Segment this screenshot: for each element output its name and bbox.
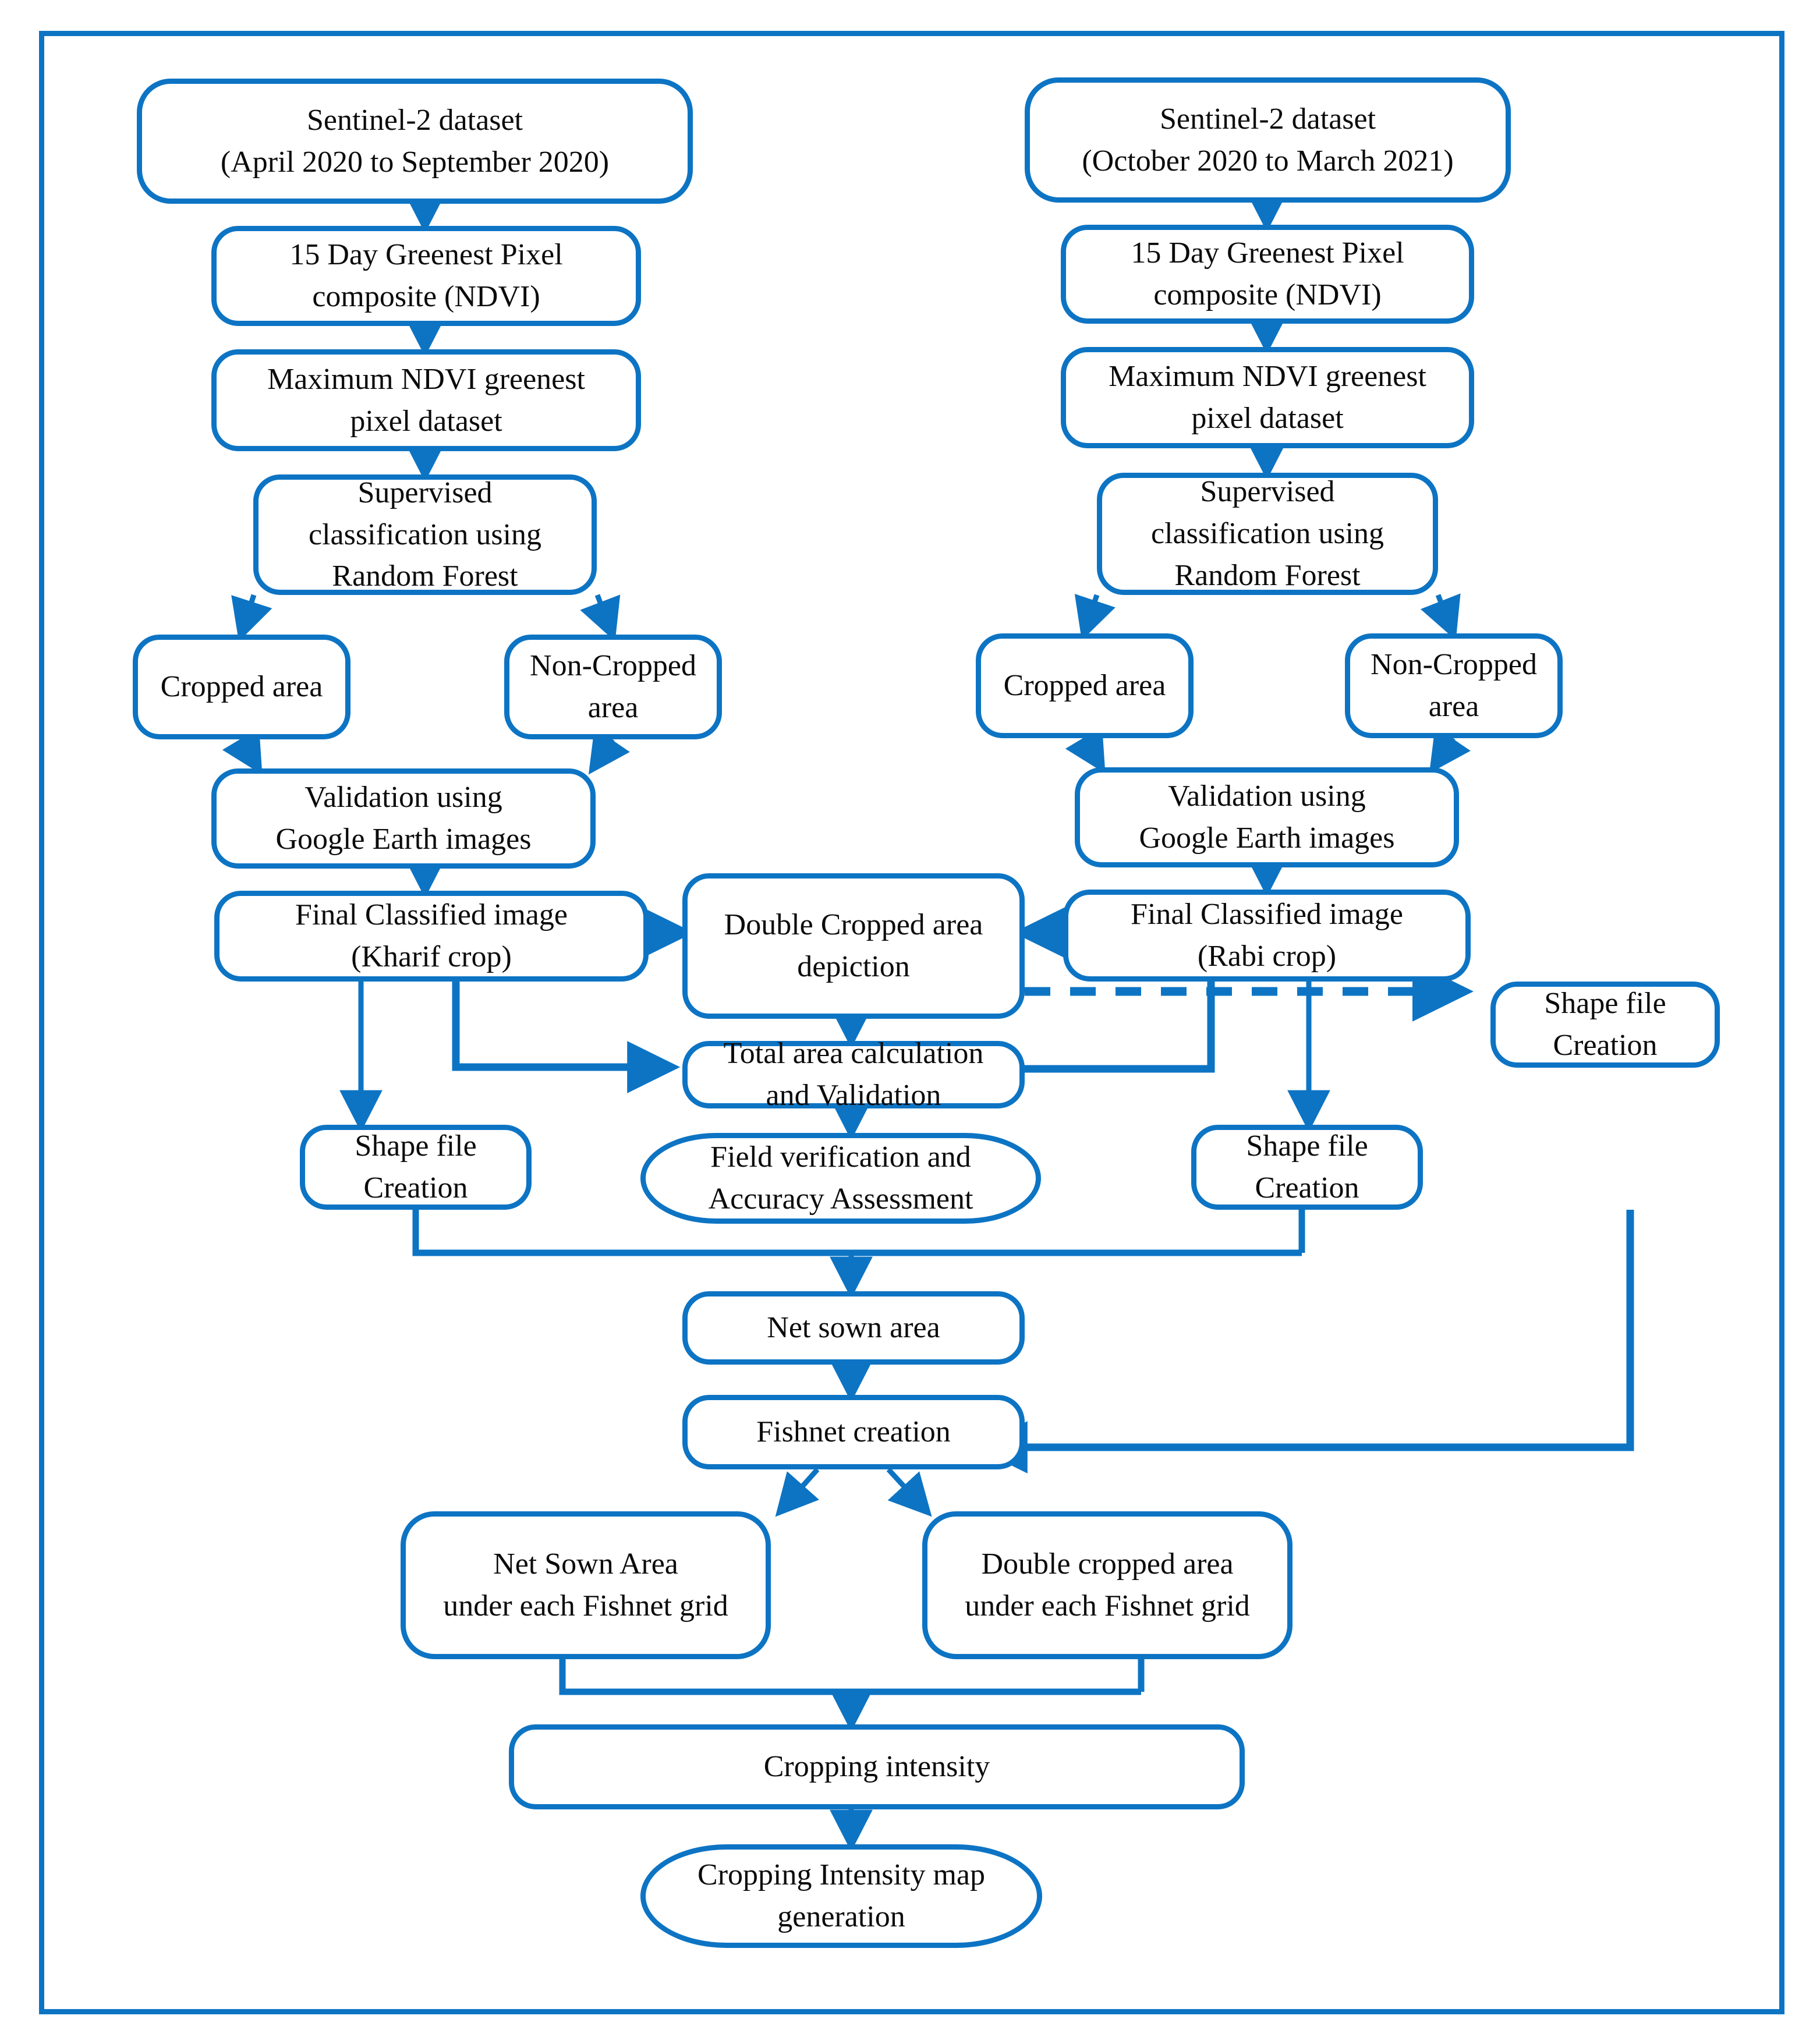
node-rabi-maxndvi[interactable]: Maximum NDVI greenest pixel dataset — [1061, 347, 1474, 448]
node-total-area-calculation[interactable]: Total area calculation and Validation — [682, 1037, 1025, 1112]
node-kharif-classification-label: Supervised classification using Random F… — [308, 476, 542, 593]
node-double-cropped-area-depiction[interactable]: Double Cropped area depiction — [682, 873, 1025, 1019]
node-kharif-cropped-area-label: Cropped area — [160, 670, 323, 704]
node-rabi-final-classified[interactable]: Final Classified image (Rabi crop) — [1063, 890, 1471, 982]
node-field-verification-label: Field verification and Accuracy Assessme… — [708, 1140, 973, 1216]
node-kharif-shape-file-creation[interactable]: Shape file Creation — [300, 1125, 532, 1210]
node-kharif-dataset[interactable]: Sentinel-2 dataset (April 2020 to Septem… — [137, 79, 693, 204]
node-kharif-classification[interactable]: Supervised classification using Random F… — [253, 474, 597, 595]
node-cropping-intensity-label: Cropping intensity — [763, 1750, 990, 1784]
node-cropping-intensity[interactable]: Cropping intensity — [509, 1724, 1245, 1809]
node-fishnet-creation[interactable]: Fishnet creation — [682, 1395, 1025, 1469]
node-rabi-composite-label: 15 Day Greenest Pixel composite (NDVI) — [1131, 236, 1404, 311]
node-rabi-classification[interactable]: Supervised classification using Random F… — [1097, 473, 1438, 595]
node-double-cropped-area-per-grid-label: Double cropped area under each Fishnet g… — [965, 1547, 1250, 1623]
node-kharif-composite[interactable]: 15 Day Greenest Pixel composite (NDVI) — [211, 226, 641, 326]
node-total-area-calculation-label: Total area calculation and Validation — [723, 1037, 984, 1112]
node-rabi-noncropped-area-label: Non-Cropped area — [1371, 648, 1537, 723]
node-kharif-shape-file-creation-label: Shape file Creation — [355, 1129, 477, 1205]
node-net-sown-area[interactable]: Net sown area — [682, 1291, 1025, 1365]
node-cropping-intensity-map-generation[interactable]: Cropping Intensity map generation — [640, 1844, 1042, 1948]
node-rabi-dataset[interactable]: Sentinel-2 dataset (October 2020 to Marc… — [1025, 77, 1511, 203]
node-net-sown-area-per-grid-label: Net Sown Area under each Fishnet grid — [443, 1547, 728, 1623]
node-kharif-maxndvi[interactable]: Maximum NDVI greenest pixel dataset — [211, 349, 641, 451]
node-kharif-dataset-label: Sentinel-2 dataset (April 2020 to Septem… — [220, 103, 610, 179]
node-kharif-noncropped-area[interactable]: Non-Cropped area — [504, 635, 722, 739]
node-field-verification[interactable]: Field verification and Accuracy Assessme… — [640, 1133, 1041, 1224]
node-kharif-noncropped-area-label: Non-Cropped area — [530, 649, 696, 724]
node-kharif-maxndvi-label: Maximum NDVI greenest pixel dataset — [267, 362, 585, 438]
node-rabi-shape-file-creation-label: Shape file Creation — [1246, 1129, 1368, 1205]
node-double-shape-file-creation-label: Shape file Creation — [1544, 987, 1666, 1062]
node-rabi-cropped-area-label: Cropped area — [1003, 669, 1166, 703]
node-kharif-validation-label: Validation using Google Earth images — [275, 781, 532, 856]
node-net-sown-area-per-grid[interactable]: Net Sown Area under each Fishnet grid — [401, 1511, 771, 1659]
node-cropping-intensity-map-generation-label: Cropping Intensity map generation — [697, 1858, 985, 1933]
node-rabi-validation-label: Validation using Google Earth images — [1139, 780, 1395, 855]
node-fishnet-creation-label: Fishnet creation — [756, 1415, 951, 1449]
node-kharif-validation[interactable]: Validation using Google Earth images — [211, 768, 596, 869]
node-kharif-final-classified[interactable]: Final Classified image (Kharif crop) — [214, 891, 649, 982]
node-rabi-final-classified-label: Final Classified image (Rabi crop) — [1131, 898, 1403, 973]
node-rabi-composite[interactable]: 15 Day Greenest Pixel composite (NDVI) — [1061, 225, 1474, 324]
node-rabi-cropped-area[interactable]: Cropped area — [976, 633, 1194, 738]
node-net-sown-area-label: Net sown area — [767, 1311, 940, 1345]
diagram-outer-frame — [39, 31, 1784, 2014]
node-double-cropped-area-depiction-label: Double Cropped area depiction — [724, 908, 983, 983]
node-rabi-dataset-label: Sentinel-2 dataset (October 2020 to Marc… — [1082, 102, 1454, 178]
node-rabi-validation[interactable]: Validation using Google Earth images — [1075, 767, 1459, 867]
node-kharif-cropped-area[interactable]: Cropped area — [133, 635, 350, 739]
node-kharif-final-classified-label: Final Classified image (Kharif crop) — [295, 898, 568, 973]
node-double-cropped-area-per-grid[interactable]: Double cropped area under each Fishnet g… — [922, 1511, 1293, 1659]
node-rabi-shape-file-creation[interactable]: Shape file Creation — [1191, 1125, 1423, 1210]
node-rabi-classification-label: Supervised classification using Random F… — [1150, 475, 1384, 592]
node-double-shape-file-creation[interactable]: Shape file Creation — [1490, 982, 1720, 1068]
node-rabi-maxndvi-label: Maximum NDVI greenest pixel dataset — [1109, 360, 1426, 435]
node-rabi-noncropped-area[interactable]: Non-Cropped area — [1345, 633, 1563, 738]
node-kharif-composite-label: 15 Day Greenest Pixel composite (NDVI) — [289, 238, 563, 313]
